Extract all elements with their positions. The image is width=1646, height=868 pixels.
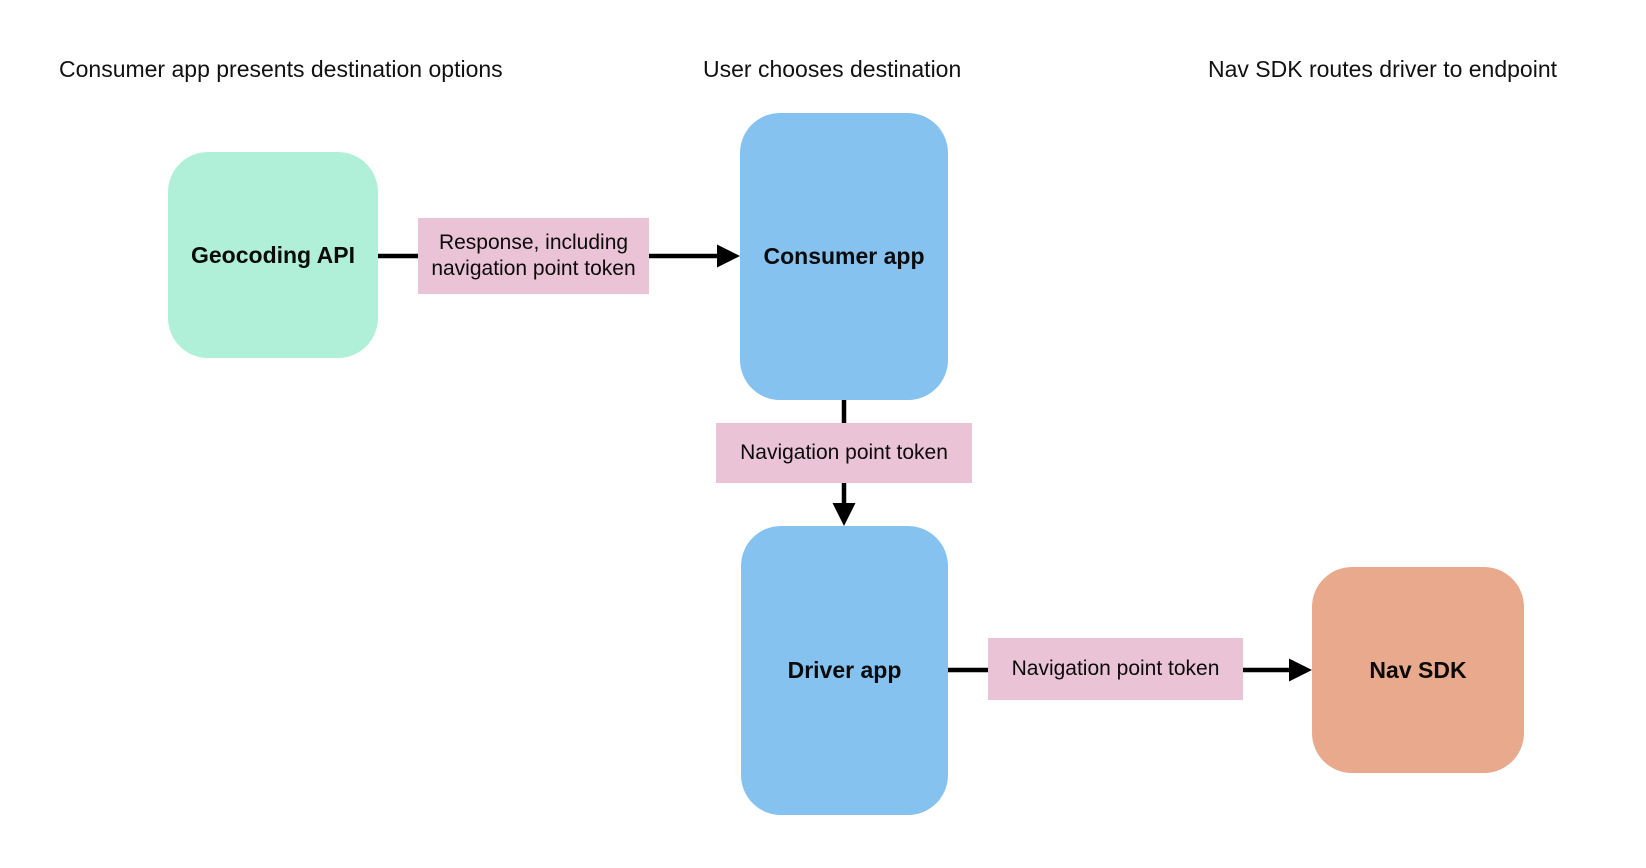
- node-nav-sdk: Nav SDK: [1312, 567, 1524, 773]
- node-consumer-app: Consumer app: [740, 113, 948, 400]
- column-header-navsdk-routes: Nav SDK routes driver to endpoint: [1208, 56, 1558, 82]
- edge-label-navigation-point-token-1: Navigation point token: [716, 423, 972, 483]
- arrowhead-down-icon: [832, 503, 856, 526]
- arrowhead-right-icon: [717, 244, 740, 268]
- node-geocoding-api: Geocoding API: [168, 152, 378, 358]
- edge-label-response-token: Response, including navigation point tok…: [418, 218, 649, 294]
- node-consumer-app-label: Consumer app: [763, 243, 925, 269]
- column-header-user-chooses: User chooses destination: [703, 56, 962, 82]
- edge-label-response-token-text: Response, including navigation point tok…: [431, 231, 636, 280]
- edge-label-navigation-point-token-1-text: Navigation point token: [740, 441, 948, 465]
- node-driver-app-label: Driver app: [787, 657, 902, 683]
- arrowhead-right-icon: [1289, 658, 1312, 682]
- edge-label-navigation-point-token-2: Navigation point token: [988, 638, 1243, 700]
- node-driver-app: Driver app: [741, 526, 948, 815]
- node-nav-sdk-label: Nav SDK: [1369, 656, 1467, 683]
- edge-label-navigation-point-token-2-text: Navigation point token: [1011, 657, 1220, 681]
- node-geocoding-api-label: Geocoding API: [191, 241, 355, 268]
- column-header-consumer-presents: Consumer app presents destination option…: [59, 56, 503, 82]
